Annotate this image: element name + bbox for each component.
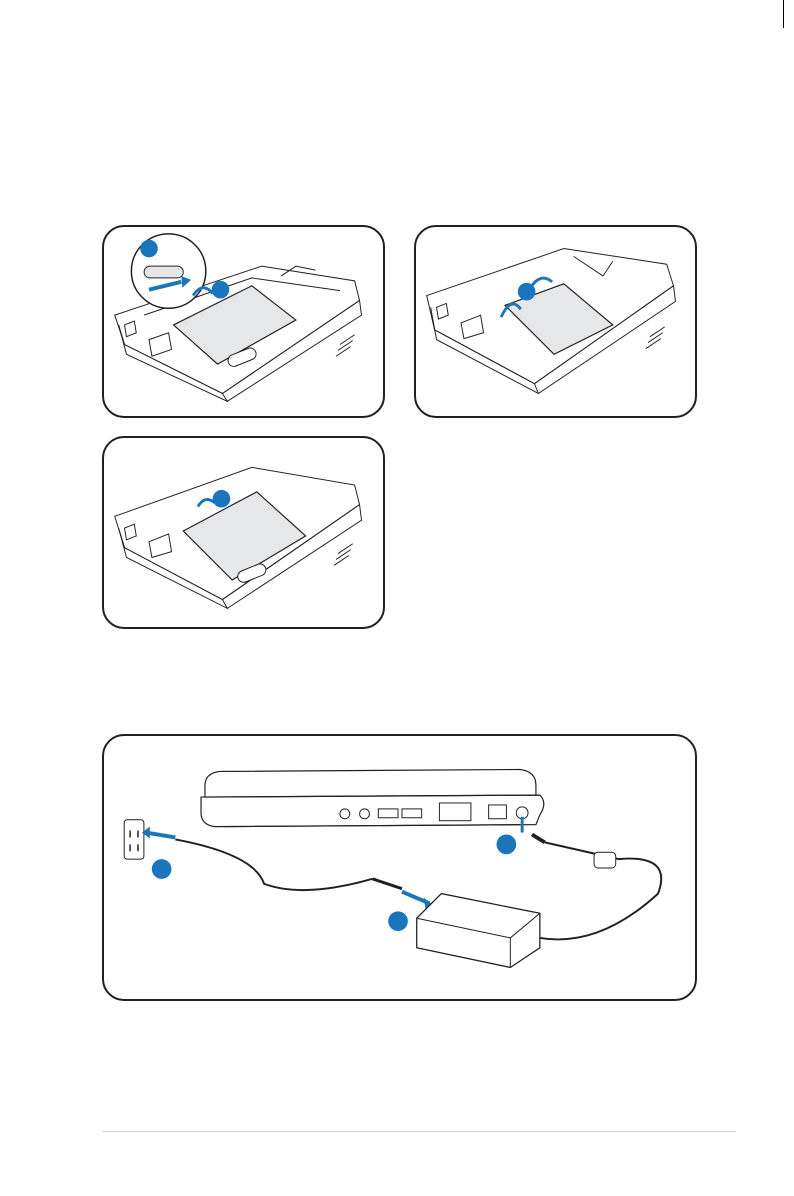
laptop-ports <box>340 803 528 821</box>
plug-arrow <box>146 833 176 838</box>
step-marker <box>140 240 158 258</box>
step-marker <box>213 490 231 508</box>
power-adapter <box>417 894 540 968</box>
top-edge-rule <box>783 0 784 28</box>
lift-arrow <box>531 278 553 288</box>
laptop-underside-illustration <box>104 438 383 627</box>
laptop-underside-illustration <box>416 227 695 416</box>
latch-slider <box>144 266 183 278</box>
step-marker <box>152 859 172 879</box>
figure-battery-install <box>102 436 385 629</box>
figure-power-connect <box>102 734 697 1001</box>
figure-battery-remove <box>414 225 697 418</box>
footer-rule <box>102 1131 736 1132</box>
laptop-underside-illustration <box>104 227 383 416</box>
figure-battery-unlock <box>102 225 385 418</box>
battery-pack <box>183 492 305 580</box>
step-marker <box>212 281 230 299</box>
power-connection-illustration <box>104 736 695 999</box>
step-marker <box>497 835 517 855</box>
wall-outlet <box>124 820 144 859</box>
step-marker <box>388 911 408 931</box>
step-marker <box>518 283 536 301</box>
insert-arrow <box>198 499 215 506</box>
mains-cable <box>175 839 372 890</box>
